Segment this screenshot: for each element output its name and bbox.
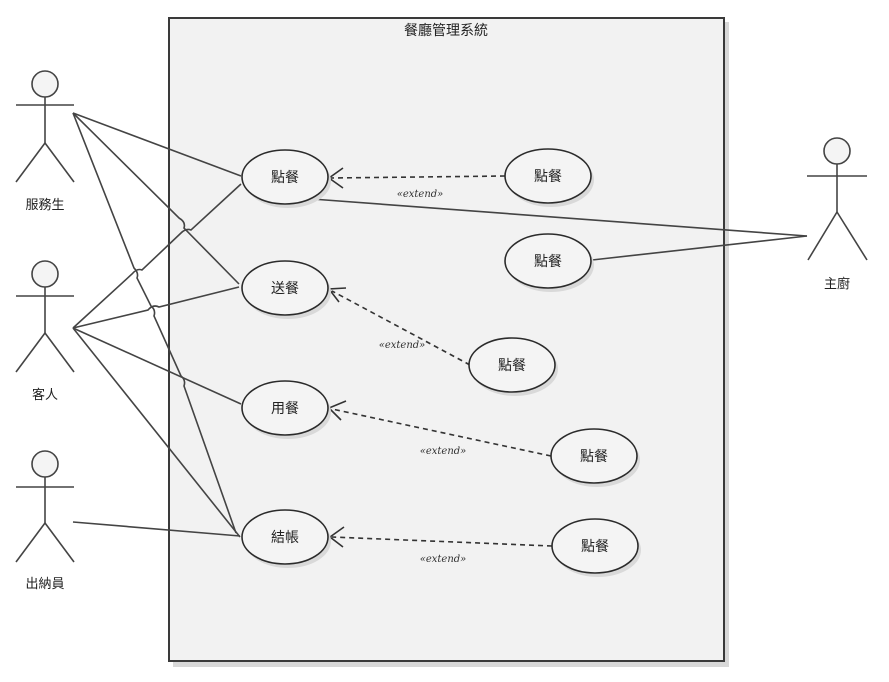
assoc-waiter-checkout bbox=[72, 112, 237, 534]
use-case-label: 點餐 bbox=[498, 358, 526, 374]
extend-line-serve bbox=[331, 290, 471, 366]
use-case-label: 點餐 bbox=[581, 539, 609, 555]
actor-label-waiter: 服務生 bbox=[25, 198, 64, 213]
stick-figure-icon bbox=[15, 450, 75, 563]
use-case-label: 點餐 bbox=[580, 449, 608, 465]
extend-line-order bbox=[330, 175, 506, 179]
use-case-label: 用餐 bbox=[271, 401, 299, 417]
stick-figure-icon bbox=[15, 70, 75, 183]
use-case-eat[interactable]: 用餐 bbox=[241, 380, 331, 439]
system-boundary: 餐廳管理系統 bbox=[168, 17, 729, 667]
use-case-extend-serve[interactable]: 點餐 bbox=[468, 337, 558, 396]
extend-line-checkout bbox=[331, 536, 553, 547]
assoc-customer-checkout bbox=[72, 327, 241, 538]
actor-label-cashier: 出納員 bbox=[25, 577, 64, 592]
assoc-customer-order bbox=[72, 183, 242, 329]
actor-label-chef: 主廚 bbox=[824, 276, 850, 292]
use-case-extend-checkout[interactable]: 點餐 bbox=[551, 518, 641, 577]
assoc-customer-serve bbox=[72, 286, 240, 329]
assoc-chef-order bbox=[311, 198, 808, 237]
extend-label-checkout: «extend» bbox=[420, 554, 467, 565]
assoc-waiter-serve bbox=[72, 112, 240, 285]
system-title: 餐廳管理系統 bbox=[404, 22, 488, 39]
extend-label-order: «extend» bbox=[397, 189, 444, 200]
actor-label-customer: 客人 bbox=[32, 387, 58, 403]
extend-label-serve: «extend» bbox=[379, 340, 426, 351]
assoc-waiter-order bbox=[72, 112, 242, 177]
use-case-label: 點餐 bbox=[534, 169, 562, 185]
stick-figure-icon bbox=[807, 137, 868, 261]
assoc-customer-eat bbox=[72, 327, 242, 405]
actor-chef[interactable]: 主廚 bbox=[807, 137, 868, 292]
actor-cashier[interactable]: 出納員 bbox=[15, 450, 75, 592]
use-case-label: 點餐 bbox=[271, 170, 299, 186]
use-case-checkout[interactable]: 結帳 bbox=[241, 509, 331, 568]
associations bbox=[72, 112, 808, 538]
assoc-cashier-checkout bbox=[72, 521, 241, 537]
use-case-order[interactable]: 點餐 bbox=[241, 149, 331, 208]
stick-figure-icon bbox=[15, 260, 75, 373]
extend-label-eat: «extend» bbox=[420, 446, 467, 457]
use-case-label: 點餐 bbox=[534, 254, 562, 270]
use-case-serve[interactable]: 送餐 bbox=[241, 260, 331, 319]
use-case-extend-eat[interactable]: 點餐 bbox=[550, 428, 640, 487]
assoc-chef-chef-order bbox=[591, 235, 808, 261]
use-case-chef-order[interactable]: 點餐 bbox=[504, 233, 594, 292]
use-case-label: 結帳 bbox=[271, 530, 299, 546]
actor-waiter[interactable]: 服務生 bbox=[15, 70, 75, 213]
actor-customer[interactable]: 客人 bbox=[15, 260, 75, 403]
extend-line-eat bbox=[331, 408, 552, 457]
use-case-extend-order[interactable]: 點餐 bbox=[504, 148, 594, 207]
use-case-label: 送餐 bbox=[271, 281, 299, 297]
